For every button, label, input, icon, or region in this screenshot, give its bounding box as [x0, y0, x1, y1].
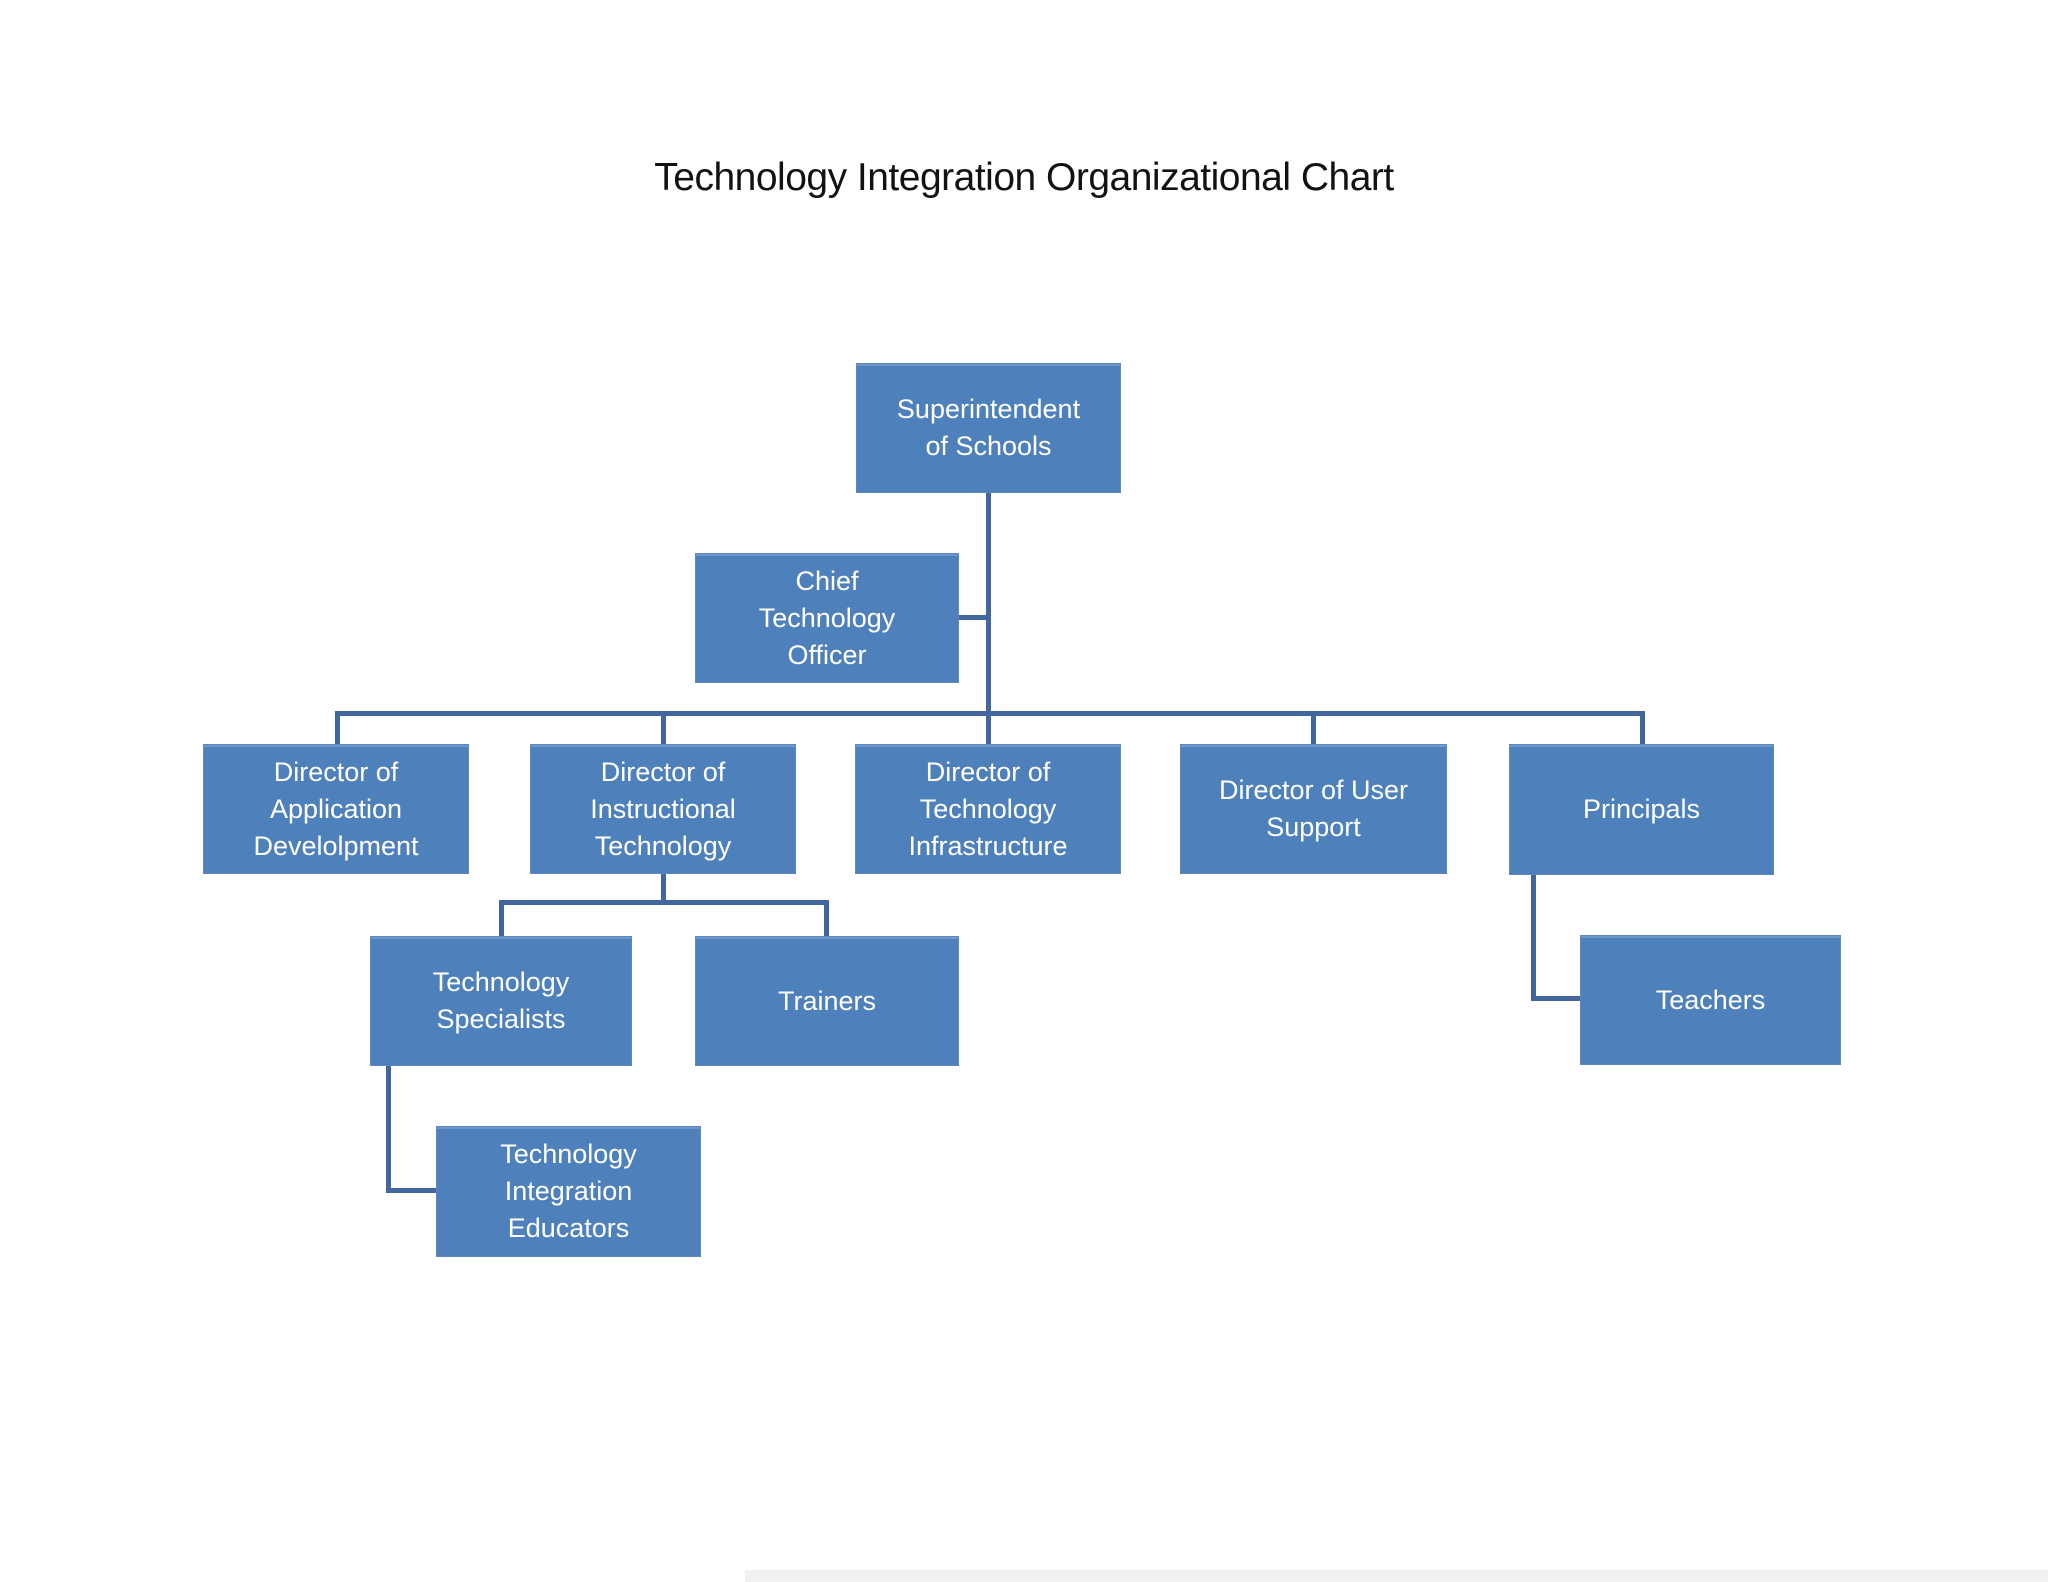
connector-superintendent-trunk: [986, 493, 991, 716]
connector-principals-elbow-horizontal: [1531, 996, 1582, 1001]
connector-cto-assistant-stub: [959, 615, 989, 620]
org-node-director-instructional-technology: Director of Instructional Technology: [530, 744, 796, 874]
connector-principals-elbow-vertical: [1531, 875, 1536, 1001]
bottom-edge-strip: [745, 1570, 2048, 1582]
connector-drop-dir-infrastructure: [986, 711, 991, 745]
connector-drop-principals: [1640, 711, 1645, 745]
connector-specialists-elbow-horizontal: [386, 1188, 438, 1193]
org-node-superintendent-of-schools: Superintendent of Schools: [856, 363, 1121, 493]
org-node-chief-technology-officer: Chief Technology Officer: [695, 553, 959, 683]
org-node-teachers: Teachers: [1580, 935, 1841, 1065]
chart-title: Technology Integration Organizational Ch…: [654, 156, 1394, 199]
org-node-director-technology-infrastructure: Director of Technology Infrastructure: [855, 744, 1121, 874]
org-node-technology-specialists: Technology Specialists: [370, 936, 632, 1066]
org-node-director-user-support: Director of User Support: [1180, 744, 1447, 874]
org-node-technology-integration-educators: Technology Integration Educators: [436, 1126, 701, 1257]
connector-drop-dir-application: [335, 711, 340, 745]
connector-specialists-elbow-vertical: [386, 1066, 391, 1193]
connector-drop-trainers: [824, 900, 829, 937]
org-node-director-application-development: Director of Application Develolpment: [203, 744, 469, 874]
org-node-principals: Principals: [1509, 744, 1774, 875]
connector-drop-dir-user-support: [1311, 711, 1316, 745]
connector-instructional-trunk: [661, 874, 666, 905]
connector-instructional-children-bar: [499, 900, 829, 905]
org-node-trainers: Trainers: [695, 936, 959, 1066]
connector-drop-tech-specialists: [499, 900, 504, 937]
connector-drop-dir-instructional: [661, 711, 666, 745]
